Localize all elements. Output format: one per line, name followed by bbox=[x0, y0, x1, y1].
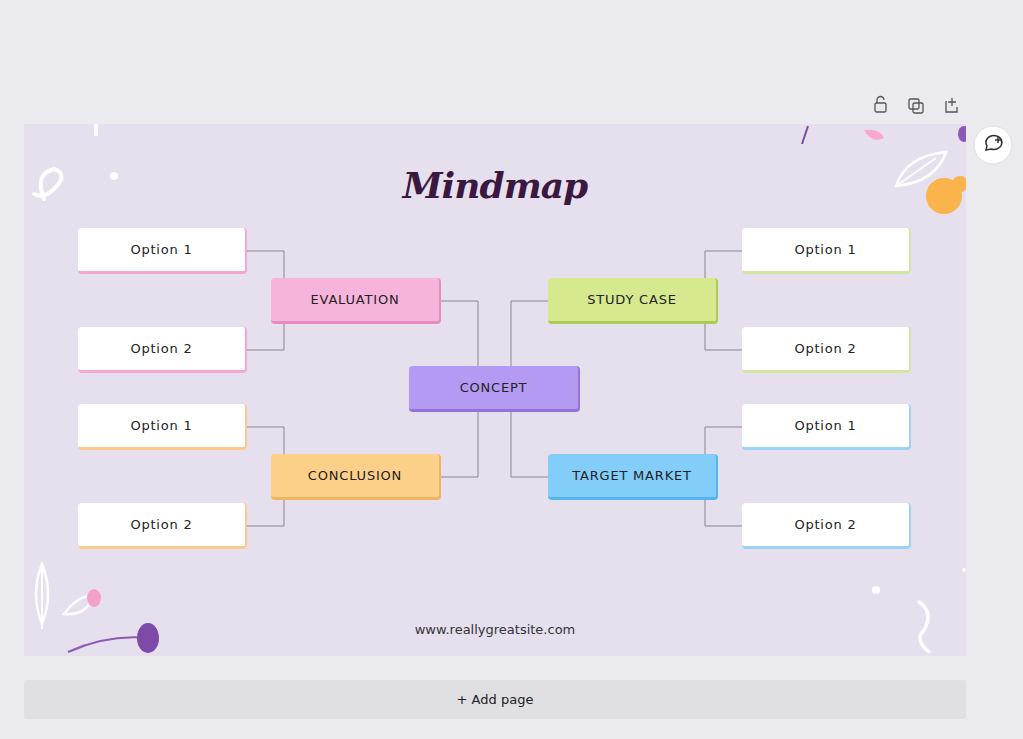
node-text: CONCLUSION bbox=[308, 468, 402, 483]
node-text: Option 1 bbox=[130, 242, 192, 257]
node-text: Option 2 bbox=[794, 517, 856, 532]
node-text: CONCEPT bbox=[460, 380, 528, 395]
connector-line bbox=[511, 301, 548, 366]
topic-box: EVALUATION bbox=[271, 278, 441, 324]
option-box: Option 1 bbox=[742, 228, 911, 274]
node-text: Option 1 bbox=[794, 242, 856, 257]
option-box: Option 1 bbox=[78, 228, 247, 274]
option-box: Option 2 bbox=[742, 503, 911, 549]
add-page-button: + Add page bbox=[24, 680, 966, 719]
option-box: Option 1 bbox=[742, 404, 911, 450]
diagram-title: Mindmap bbox=[24, 164, 966, 206]
node-text: Option 2 bbox=[130, 341, 192, 356]
node-text: Option 1 bbox=[794, 418, 856, 433]
option-box: Option 2 bbox=[78, 503, 247, 549]
website-url: www.reallygreatsite.com bbox=[24, 622, 966, 637]
option-box: Option 2 bbox=[742, 327, 911, 373]
connector-line bbox=[511, 412, 548, 477]
connector-line bbox=[705, 251, 742, 278]
connector-line bbox=[705, 500, 742, 526]
connector-line bbox=[705, 324, 742, 350]
topic-box: TARGET MARKET bbox=[548, 454, 718, 500]
connector-line bbox=[247, 427, 284, 454]
connector-line bbox=[441, 412, 478, 477]
slide-canvas: MindmapOption 1 Option 1 EVALUATION STUDY C… bbox=[24, 124, 966, 656]
connector-line bbox=[247, 251, 284, 278]
connector-line bbox=[247, 500, 284, 526]
node-text: Option 2 bbox=[794, 341, 856, 356]
node-text: TARGET MARKET bbox=[572, 468, 691, 483]
option-box: Option 1 bbox=[78, 404, 247, 450]
node-text: Option 2 bbox=[130, 517, 192, 532]
topic-box: CONCEPT bbox=[409, 366, 580, 412]
topic-box: STUDY CASE bbox=[548, 278, 718, 324]
option-box: Option 2 bbox=[78, 327, 247, 373]
topic-box: CONCLUSION bbox=[271, 454, 441, 500]
connector-line bbox=[705, 427, 742, 454]
node-text: Option 1 bbox=[130, 418, 192, 433]
node-text: EVALUATION bbox=[311, 292, 400, 307]
node-text: STUDY CASE bbox=[587, 292, 677, 307]
connector-line bbox=[441, 301, 478, 366]
connector-line bbox=[247, 324, 284, 350]
